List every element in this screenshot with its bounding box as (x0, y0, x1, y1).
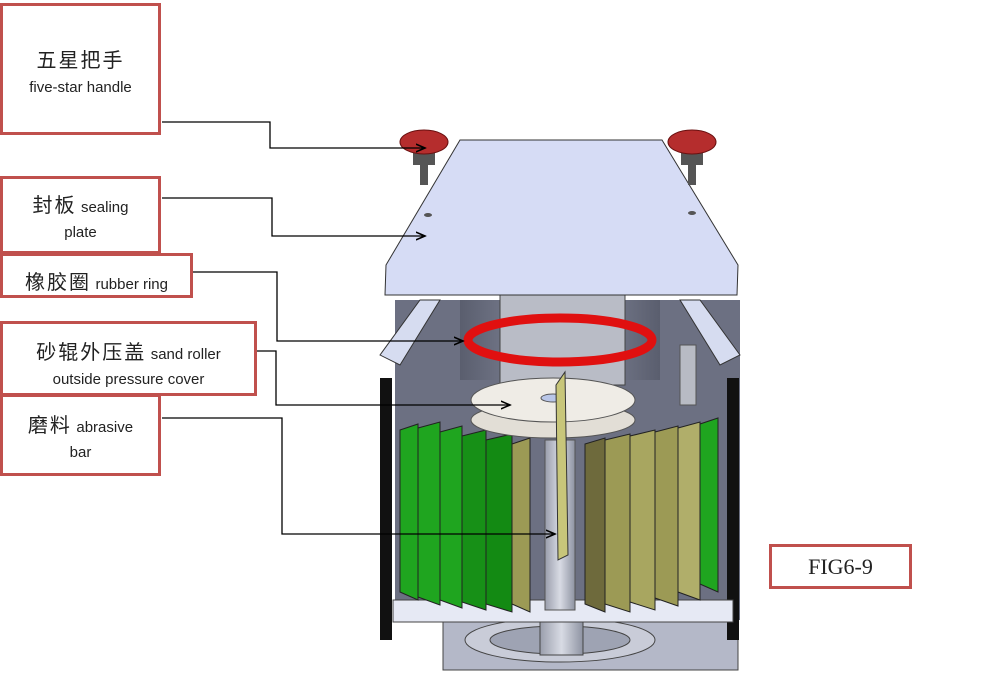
label-en-line2: outside pressure cover (52, 371, 205, 388)
abrasive-bar-fin (604, 433, 631, 613)
label-en: abrasive (76, 419, 134, 436)
leader-handle (162, 121, 425, 148)
abrasive-bar-fin (677, 421, 701, 601)
abrasive-bar-fin (699, 417, 719, 593)
figure-label: FIG6-9 (769, 544, 912, 589)
abrasive-bar-front (555, 370, 569, 561)
abrasive-bar-fin (654, 425, 679, 607)
leader-abrasive (162, 417, 555, 534)
abrasive-bar-fin (629, 429, 656, 611)
label-rubber-ring: 橡胶圈 rubber ring (0, 253, 193, 298)
label-zh: 橡胶圈 (25, 270, 91, 294)
leader-lines (162, 121, 555, 534)
label-five-star-handle: 五星把手 five-star handle (0, 3, 161, 135)
sand-roller-pressure-cover (470, 377, 636, 439)
abrasive-bar-fin (584, 437, 606, 613)
abrasive-bar-fin (511, 437, 531, 613)
abrasive-bars (399, 417, 719, 613)
label-en: five-star handle (29, 79, 132, 96)
label-abrasive-bar: 磨料 abrasive bar (0, 394, 161, 476)
label-zh: 砂辊外压盖 (36, 340, 147, 364)
abrasive-bar-fin (399, 423, 419, 601)
label-zh: 封板 (32, 193, 77, 217)
label-sand-roller-cover: 砂辊外压盖 sand roller outside pressure cover (0, 321, 257, 396)
leader-ring (192, 271, 463, 341)
label-en-line2: plate (64, 224, 97, 241)
label-zh: 五星把手 (36, 48, 125, 72)
label-en: rubber ring (95, 276, 168, 293)
five-star-handle-right (667, 129, 717, 185)
leader-cover (256, 350, 510, 405)
leader-plate (162, 197, 425, 236)
sealing-plate (384, 139, 739, 296)
label-en: sand roller (150, 346, 221, 363)
abrasive-bar-fin (439, 425, 463, 609)
rubber-ring (463, 313, 657, 367)
label-sealing-plate: 封板 sealing plate (0, 176, 161, 254)
abrasive-bar-fin (417, 421, 441, 606)
label-zh: 磨料 (27, 413, 72, 437)
label-en: sealing (80, 199, 129, 216)
figure-id: FIG6-9 (808, 554, 873, 579)
abrasive-bar-fin (485, 433, 513, 613)
abrasive-bar-fin (461, 429, 487, 611)
label-en-line2: bar (69, 444, 92, 461)
